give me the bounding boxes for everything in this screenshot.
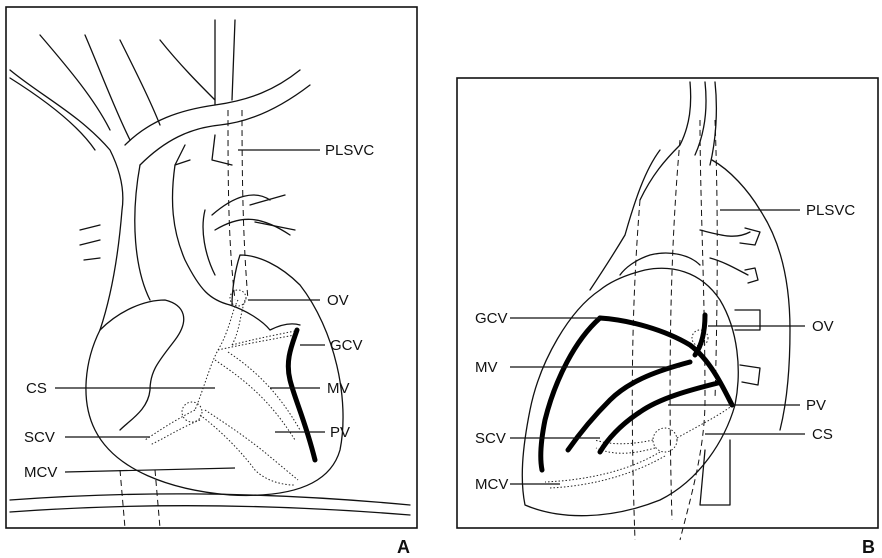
panel-b-label-mcv: MCV — [475, 476, 508, 493]
panel-b-label-pv: PV — [806, 397, 826, 414]
panel-b-label-gcv: GCV — [475, 310, 508, 327]
panel-b-label-plsvc: PLSVC — [806, 202, 855, 219]
panel-a-label-gcv: GCV — [330, 337, 363, 354]
panel-b-label-mv: MV — [475, 359, 498, 376]
panel-b-great-vessels — [590, 82, 790, 505]
panel-a-label-pv: PV — [330, 424, 350, 441]
panel-a-gcv-heavy — [288, 330, 315, 460]
panel-a-label-mcv: MCV — [24, 464, 57, 481]
panel-a-label-scv: SCV — [24, 429, 55, 446]
panel-b-label-scv: SCV — [475, 430, 506, 447]
panel-a-letter: A — [397, 537, 410, 557]
panel-b-label-ov: OV — [812, 318, 834, 335]
panel-a-label-cs: CS — [26, 380, 47, 397]
panel-a-great-vessels — [10, 20, 310, 330]
panel-a-plsvc-path — [228, 110, 235, 300]
panel-a-heart-outline — [86, 255, 343, 495]
panel-b-frame — [457, 78, 878, 528]
panel-b-label-cs: CS — [812, 426, 833, 443]
panel-b-letter: B — [862, 537, 875, 557]
panel-a-label-mv: MV — [327, 380, 350, 397]
panel-a-label-plsvc: PLSVC — [325, 142, 374, 159]
panel-b-heavy-veins — [541, 315, 732, 470]
panel-a: PLSVC OV GCV CS MV SCV PV MCV A — [6, 7, 417, 557]
panel-b: PLSVC GCV OV MV PV SCV CS MCV B — [457, 78, 878, 557]
panel-a-label-ov: OV — [327, 292, 349, 309]
